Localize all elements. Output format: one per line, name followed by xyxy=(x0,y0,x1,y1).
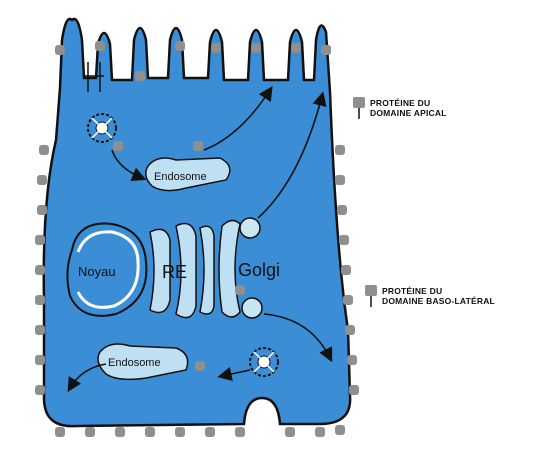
apical-legend-line-1: PROTÉINE DU xyxy=(370,98,447,108)
apical-vesicle xyxy=(240,218,260,238)
protein-marker-12 xyxy=(339,235,349,245)
protein-marker-32 xyxy=(211,43,221,53)
protein-marker-26 xyxy=(315,427,325,437)
endosome-bottom-label: Endosome xyxy=(108,357,161,369)
protein-marker-20 xyxy=(115,427,125,437)
protein-marker-7 xyxy=(35,355,45,365)
protein-marker-0 xyxy=(39,145,49,155)
basolateral-protein-marker-icon xyxy=(364,284,378,308)
protein-marker-23 xyxy=(205,427,215,437)
protein-marker-38 xyxy=(195,361,205,371)
protein-marker-21 xyxy=(145,427,155,437)
protein-marker-11 xyxy=(337,205,347,215)
protein-marker-39 xyxy=(235,285,245,295)
protein-marker-15 xyxy=(345,325,355,335)
basolateral-legend-line-2: DOMAINE BASO-LATÉRAL xyxy=(382,296,495,306)
protein-marker-16 xyxy=(347,355,357,365)
apical-legend-line-2: DOMAINE APICAL xyxy=(370,108,447,118)
protein-marker-28 xyxy=(55,45,65,55)
protein-marker-27 xyxy=(335,425,345,435)
protein-marker-3 xyxy=(35,235,45,245)
protein-marker-24 xyxy=(235,427,245,437)
protein-marker-36 xyxy=(113,141,123,151)
apical-protein-legend: PROTÉINE DU DOMAINE APICAL xyxy=(370,98,447,118)
protein-marker-30 xyxy=(135,71,145,81)
protein-marker-2 xyxy=(37,205,47,215)
protein-marker-1 xyxy=(37,175,47,185)
protein-marker-5 xyxy=(35,295,45,305)
protein-marker-29 xyxy=(95,41,105,51)
protein-marker-19 xyxy=(85,427,95,437)
protein-marker-4 xyxy=(35,265,45,275)
endosome-top-label: Endosome xyxy=(154,171,207,183)
protein-marker-25 xyxy=(285,427,295,437)
protein-marker-17 xyxy=(349,385,359,395)
coated-vesicle-bottom xyxy=(250,348,278,376)
protein-marker-10 xyxy=(335,175,345,185)
protein-marker-14 xyxy=(343,295,353,305)
apical-protein-marker-icon xyxy=(352,96,366,120)
protein-marker-33 xyxy=(251,43,261,53)
protein-marker-37 xyxy=(193,141,203,151)
protein-marker-22 xyxy=(175,427,185,437)
protein-marker-6 xyxy=(35,325,45,335)
re-label: RE xyxy=(162,262,187,282)
basolateral-vesicle xyxy=(242,298,262,318)
endoplasmic-reticulum: RE xyxy=(150,224,214,318)
golgi-label: Golgi xyxy=(238,260,280,280)
coated-vesicle-top xyxy=(88,114,116,142)
protein-marker-18 xyxy=(55,427,65,437)
protein-marker-13 xyxy=(341,265,351,275)
protein-marker-34 xyxy=(291,43,301,53)
protein-marker-8 xyxy=(35,385,45,395)
basolateral-legend-line-1: PROTÉINE DU xyxy=(382,286,495,296)
protein-marker-35 xyxy=(321,45,331,55)
protein-marker-31 xyxy=(175,41,185,51)
basolateral-protein-legend: PROTÉINE DU DOMAINE BASO-LATÉRAL xyxy=(382,286,495,306)
protein-marker-9 xyxy=(335,145,345,155)
noyau-label: Noyau xyxy=(78,264,116,279)
